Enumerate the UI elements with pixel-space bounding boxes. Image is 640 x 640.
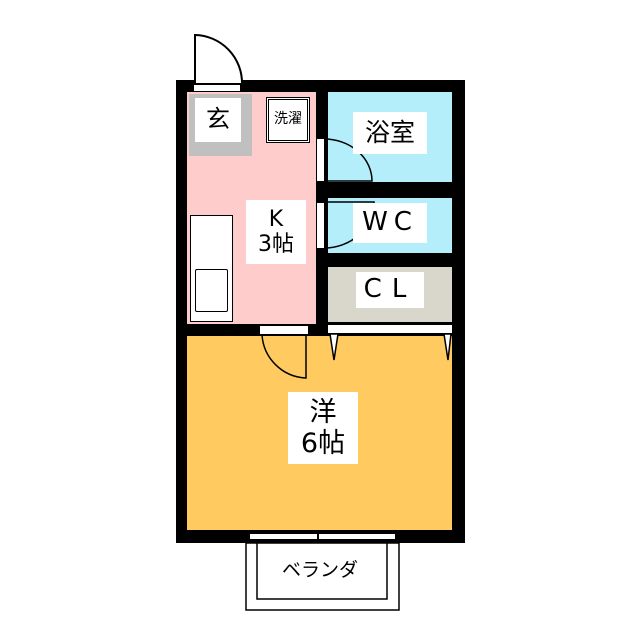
kitchen-size: 3帖 bbox=[258, 232, 294, 257]
label-wc: WC bbox=[353, 203, 427, 243]
label-kitchen: K 3帖 bbox=[246, 200, 306, 264]
western-name: 洋 bbox=[309, 396, 337, 428]
kitchen-name: K bbox=[268, 206, 284, 232]
label-entrance: 玄 bbox=[195, 98, 241, 142]
entrance-door-opening bbox=[194, 84, 240, 91]
label-closet: CL bbox=[356, 272, 424, 308]
label-veranda: ベランダ bbox=[270, 555, 370, 587]
veranda-window bbox=[250, 533, 395, 540]
wc-door-opening bbox=[317, 203, 324, 248]
label-bath: 浴室 bbox=[353, 112, 427, 154]
bath-door-opening bbox=[317, 139, 324, 181]
label-western: 洋 6帖 bbox=[288, 392, 358, 464]
closet-door-strip bbox=[328, 324, 452, 333]
western-size: 6帖 bbox=[300, 428, 346, 459]
sink bbox=[195, 269, 228, 312]
label-laundry: 洗濯 bbox=[270, 108, 306, 130]
kitchen-door-opening bbox=[260, 326, 308, 334]
